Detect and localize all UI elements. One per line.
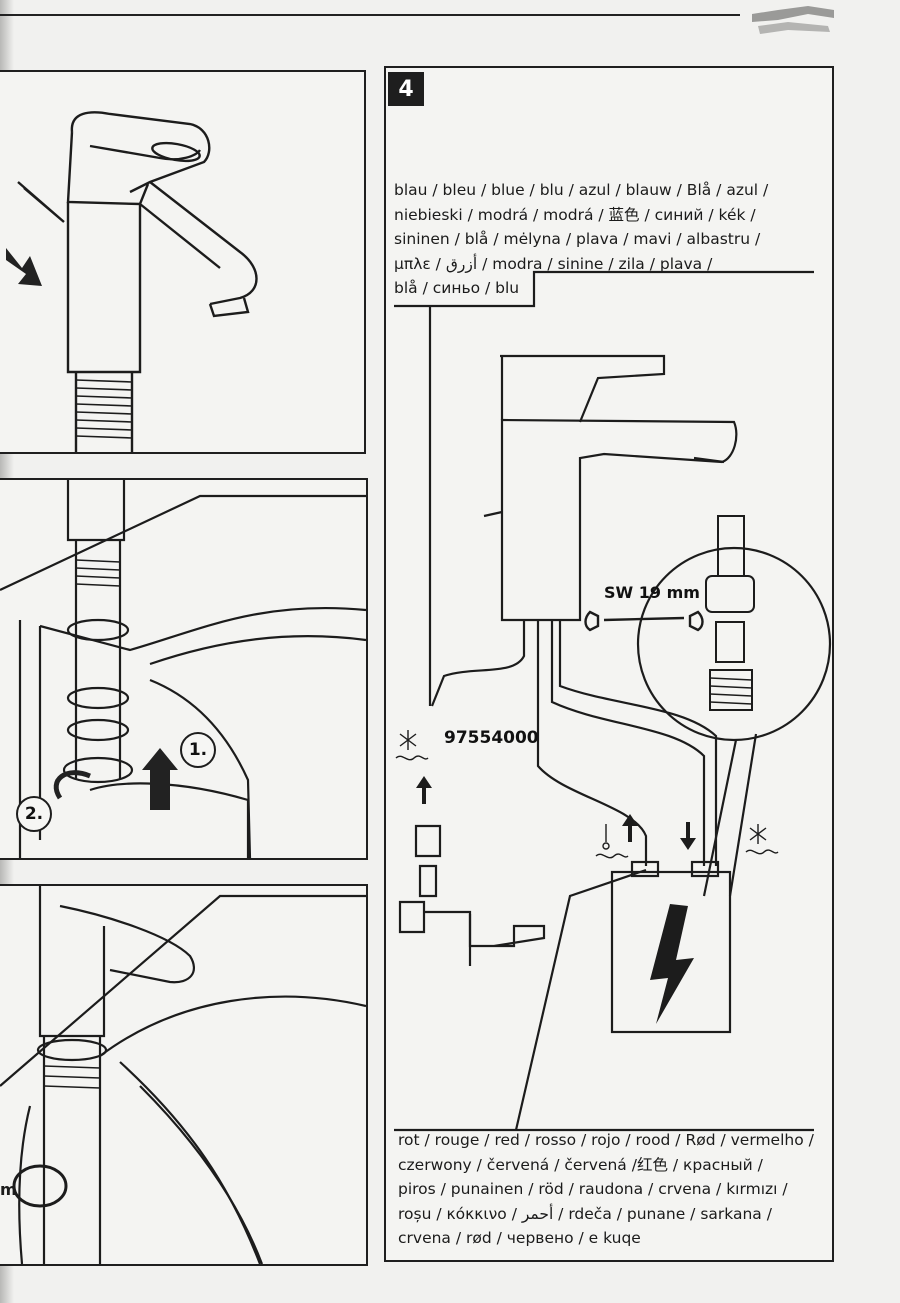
step-panel-mount-underside (0, 478, 368, 860)
hot-water-icon (595, 824, 629, 859)
down-arrow-icon (6, 248, 42, 286)
thread-lines (75, 559, 121, 587)
wrench-icon (584, 610, 704, 632)
callout-step-2: 2. (16, 796, 52, 832)
cold-water-icon (745, 824, 779, 855)
thread-lines (709, 677, 753, 705)
rotate-arrow-icon (12, 1164, 68, 1208)
cold-water-icon (395, 730, 429, 761)
step-panel-connection-diagram (384, 66, 834, 1262)
tightening-illustration (0, 886, 366, 1264)
faucet-illustration (6, 111, 258, 452)
up-arrow-icon (416, 776, 432, 804)
step-panel-tighten (0, 884, 368, 1266)
legend-blue-translations: blau / bleu / blue / blu / azul / blauw … (394, 181, 769, 297)
section-tab-mark (752, 6, 834, 34)
callout-step-1: 1. (180, 732, 216, 768)
up-arrow-icon (142, 748, 178, 810)
rotate-arrow-icon (53, 770, 91, 800)
cropped-label: m (0, 1180, 17, 1199)
legend-red-translations: rot / rouge / red / rosso / rojo / rood … (398, 1131, 814, 1247)
part-number-label: 97554000 (444, 728, 539, 748)
down-arrow-icon (680, 822, 696, 850)
step-number-badge: 4 (388, 72, 424, 106)
wrench-size-label: SW 19 mm (604, 583, 700, 602)
connection-diagram (394, 270, 832, 1132)
electrical-hazard-icon (650, 904, 694, 1024)
up-arrow-icon (622, 814, 638, 842)
thread-lines (75, 379, 133, 439)
mounting-illustration (0, 480, 366, 858)
connector-nut-detail (705, 515, 755, 711)
step-panel-insert-faucet (0, 70, 366, 454)
header-rule (0, 14, 740, 16)
thread-lines (43, 1065, 101, 1089)
